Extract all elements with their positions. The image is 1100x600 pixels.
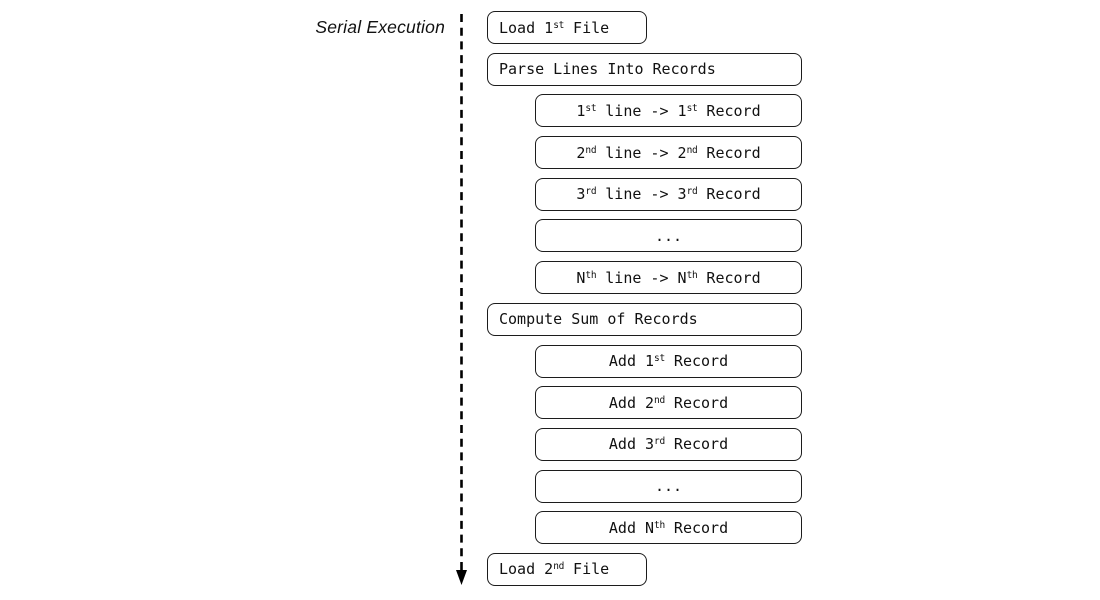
flow-box-label: 3rd line -> 3rd Record [576, 185, 761, 204]
flow-box-first-line-to-record: 1st line -> 1st Record [535, 94, 802, 128]
down-arrow-icon [456, 14, 467, 585]
flow-box-add-first-record: Add 1st Record [535, 344, 802, 378]
flow-box-label: Load 2nd File [499, 560, 610, 579]
flow-box-label: ... [654, 226, 683, 245]
flow-box-label: Load 1st File [499, 18, 610, 37]
flow-box-second-line-to-record: 2nd line -> 2nd Record [535, 136, 802, 170]
flow-box-add-third-record: Add 3rd Record [535, 427, 802, 461]
flow-box-sum-ellipsis: ... [535, 469, 802, 503]
flow-box-compute-sum-of-records: Compute Sum of Records [487, 302, 802, 336]
flow-box-label: 2nd line -> 2nd Record [576, 143, 761, 162]
flow-box-label: Add Nth Record [608, 518, 729, 537]
flow-box-label: Add 3rd Record [608, 435, 729, 454]
flow-box-nth-line-to-record: Nth line -> Nth Record [535, 261, 802, 295]
diagram-title: Serial Execution [315, 17, 445, 37]
flow-box-label: Parse Lines Into Records [499, 60, 716, 79]
flow-box-load-second-file: Load 2nd File [487, 552, 647, 586]
flow-box-label: Add 2nd Record [608, 393, 729, 412]
flow-box-add-nth-record: Add Nth Record [535, 511, 802, 545]
flow-box-label: Add 1st Record [608, 352, 729, 370]
flow-box-load-first-file: Load 1st File [487, 11, 647, 44]
flow-box-label: Compute Sum of Records [499, 310, 698, 329]
flow-box-parse-ellipsis: ... [535, 219, 802, 253]
flow-box-label: Nth line -> Nth Record [576, 268, 761, 287]
flow-box-label: 1st line -> 1st Record [576, 101, 761, 120]
flow-box-parse-lines-into-records: Parse Lines Into Records [487, 52, 802, 86]
flow-box-third-line-to-record: 3rd line -> 3rd Record [535, 177, 802, 211]
flow-box-label: ... [654, 477, 683, 496]
flow-box-add-second-record: Add 2nd Record [535, 386, 802, 420]
